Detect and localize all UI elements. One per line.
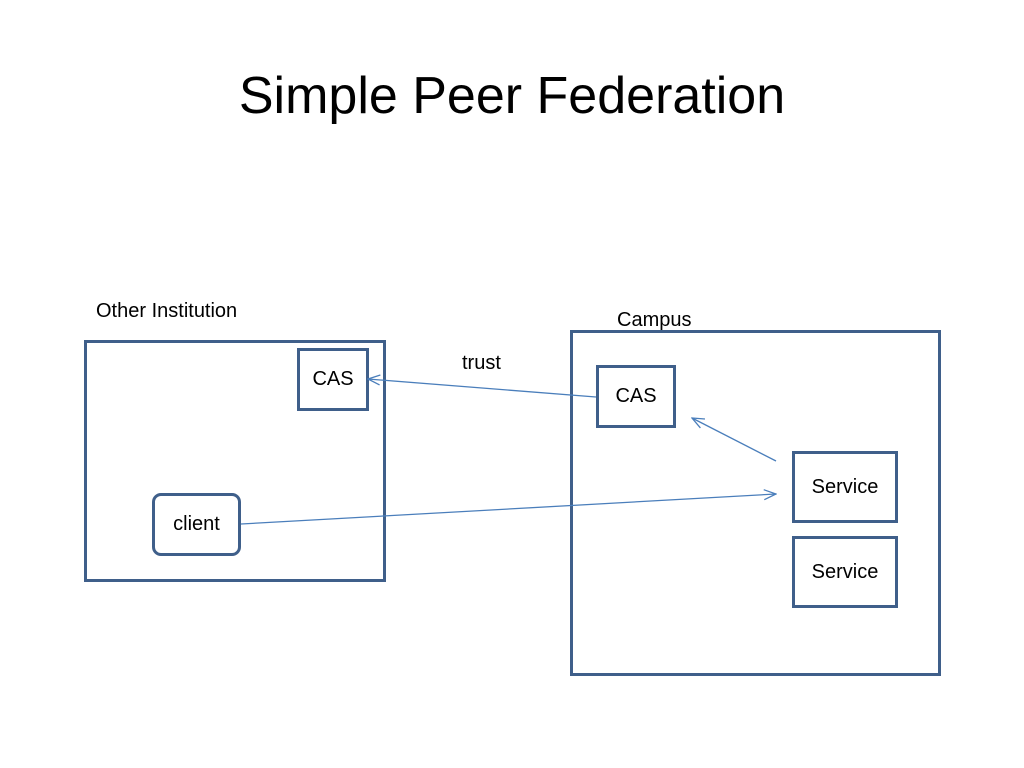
client-label: client xyxy=(173,513,220,535)
other-institution-cas-node: CAS xyxy=(297,348,369,411)
trust-label: trust xyxy=(462,352,501,374)
service-node-1: Service xyxy=(792,451,898,523)
service-node-2: Service xyxy=(792,536,898,608)
service-label-1: Service xyxy=(811,475,879,498)
other-institution-cas-label: CAS xyxy=(312,368,354,390)
client-node: client xyxy=(152,493,241,556)
campus-cas-label: CAS xyxy=(615,385,657,407)
campus-cas-node: CAS xyxy=(596,365,676,428)
service-label-2: Service xyxy=(811,560,879,583)
trust-arrow xyxy=(368,379,597,398)
campus-label: Campus xyxy=(617,309,692,331)
other-institution-label: Other Institution xyxy=(96,300,238,322)
slide-title: Simple Peer Federation xyxy=(238,67,786,125)
